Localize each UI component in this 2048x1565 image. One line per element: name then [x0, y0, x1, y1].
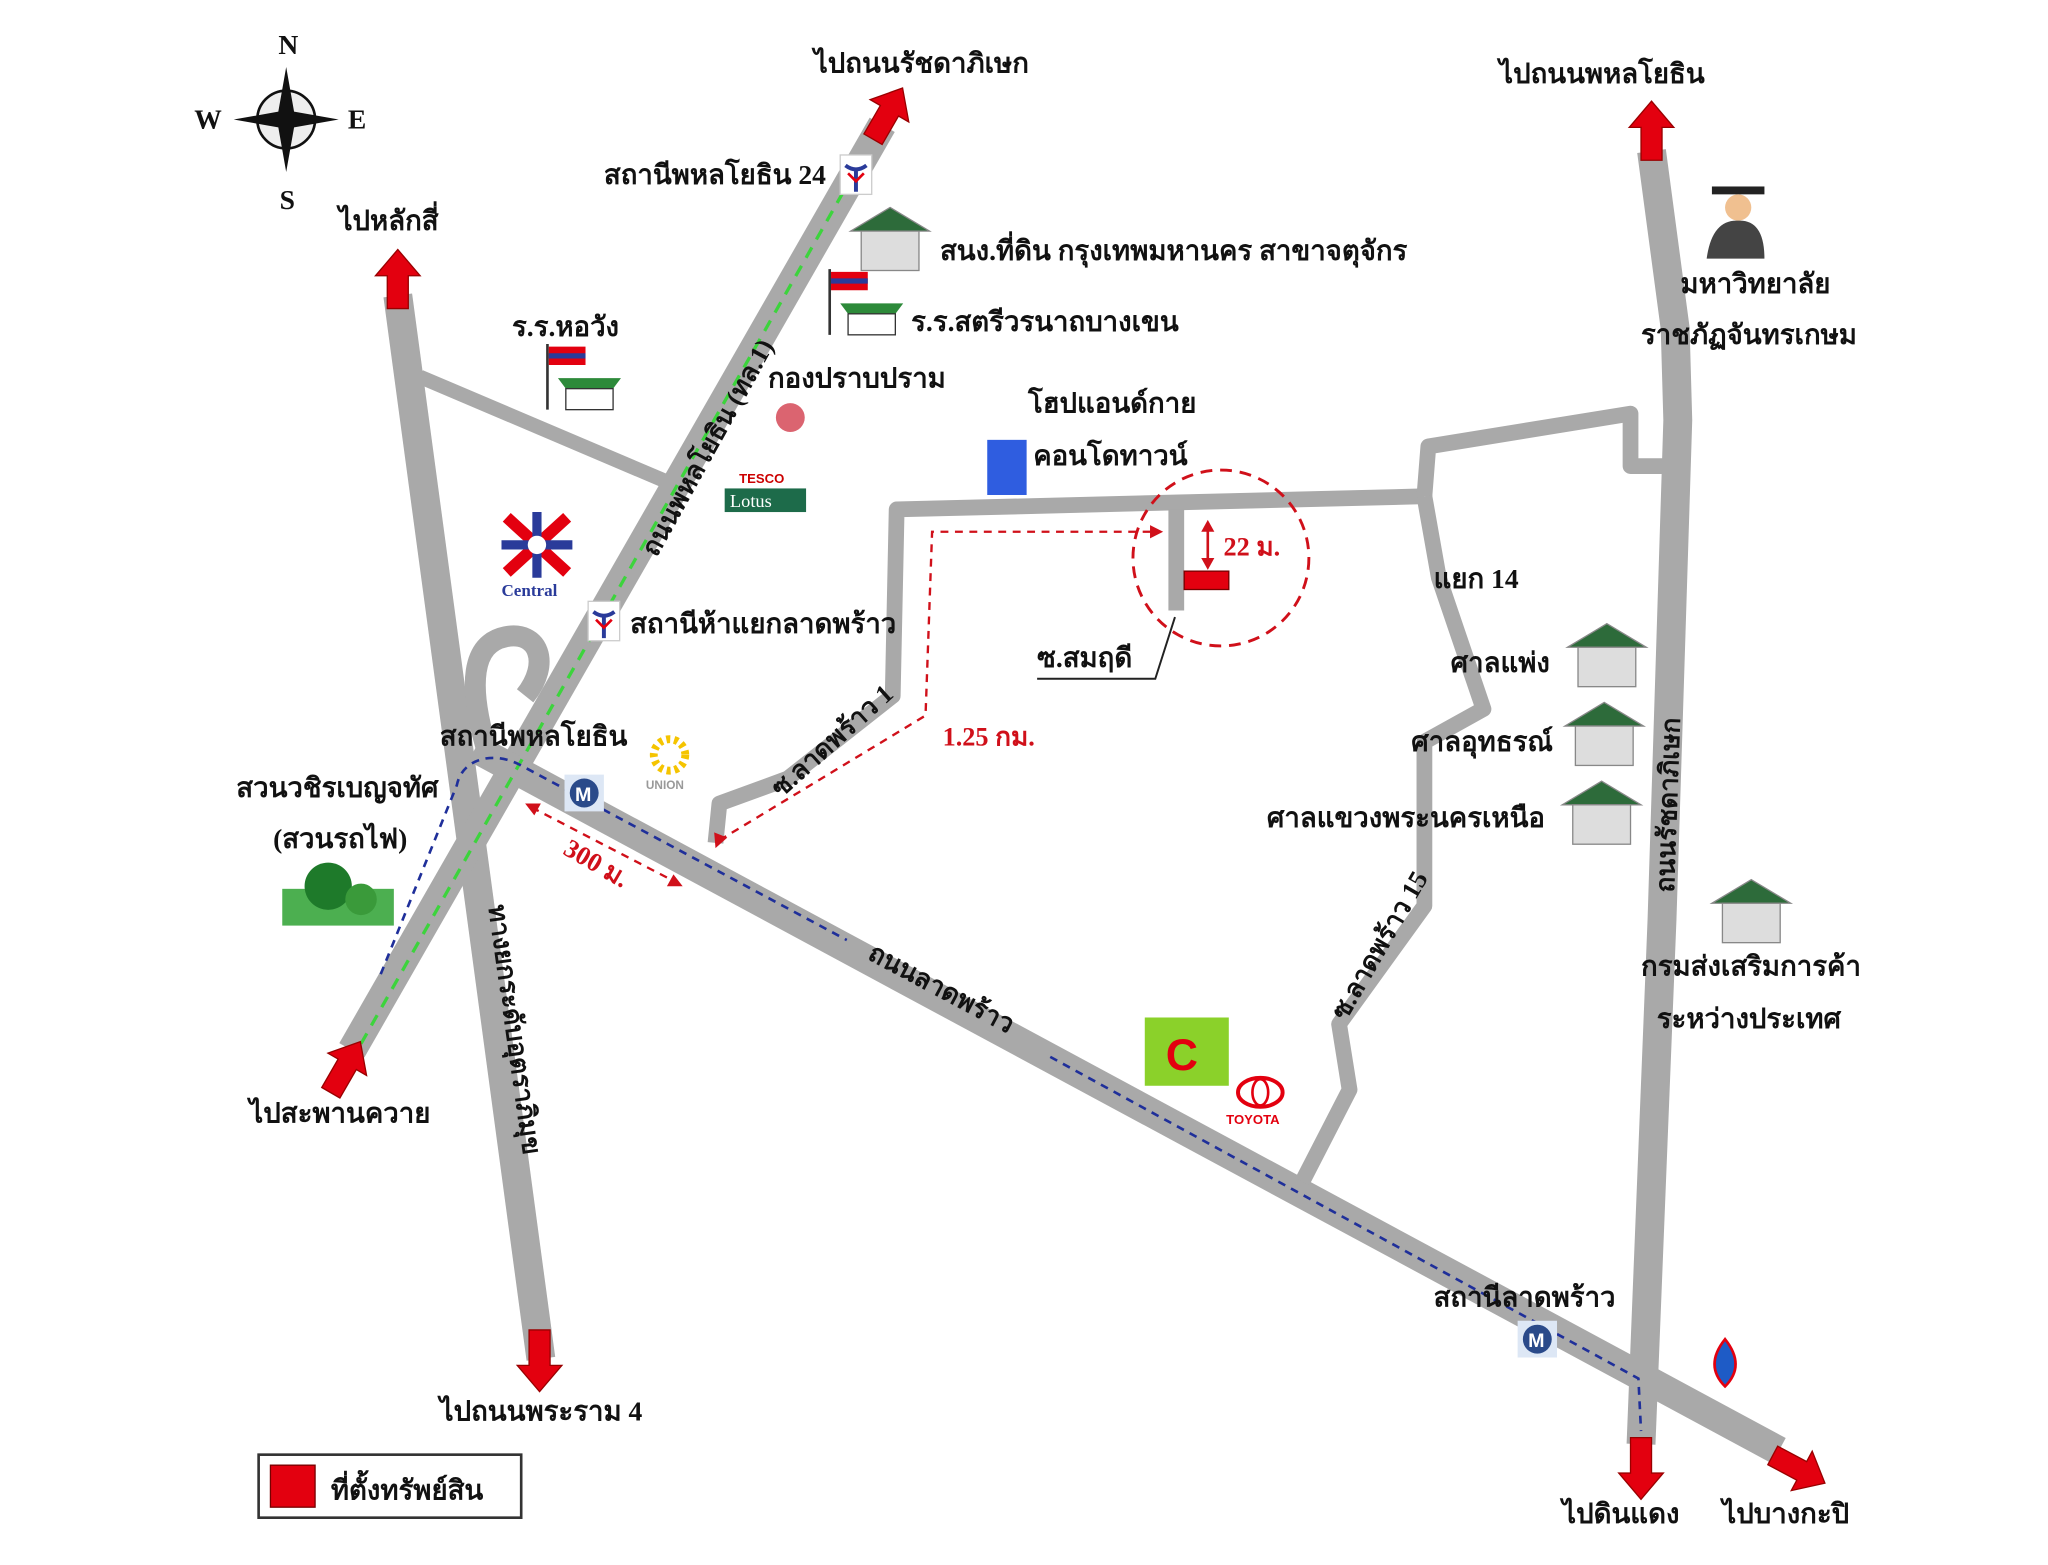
bts-icon: [839, 154, 873, 196]
arrow-down-left-icon: [320, 1040, 368, 1099]
svg-text:E: E: [348, 104, 366, 135]
gas-station-icon: [1713, 1337, 1737, 1389]
svg-text:C: C: [1166, 1031, 1198, 1080]
label-kong-prab: กองปราบปราม: [768, 362, 946, 393]
label-bts-phahon24: สถานีพหลโยธิน 24: [604, 157, 826, 190]
distance-1-25km: 1.25 กม.: [943, 723, 1035, 752]
school-icon: [828, 269, 904, 336]
route-arrowhead: [1150, 525, 1164, 539]
svg-text:UNION: UNION: [646, 778, 684, 792]
direction-rama4: ไปถนนพระราม 4: [437, 1395, 643, 1427]
arrow-up-right-icon: [863, 87, 910, 146]
condo-icon: [987, 439, 1027, 495]
svg-text:TESCO: TESCO: [739, 471, 784, 486]
road-label-yaek14: แยก 14: [1434, 563, 1519, 594]
route-arrowhead: [525, 803, 541, 816]
police-icon: [775, 403, 805, 432]
svg-text:TOYOTA: TOYOTA: [1226, 1112, 1280, 1127]
legend: ที่ตั้งทรัพย์สิน: [257, 1453, 523, 1519]
road-label-ratchadaphisek: ถนนรัชดาภิเษก: [1651, 717, 1686, 893]
label-mrt-phahon: สถานีพหลโยธิน: [440, 719, 628, 752]
label-land-office: สนง.ที่ดิน กรุงเทพมหานคร สาขาจตุจักร: [940, 231, 1408, 268]
compass-icon: N S E W: [194, 29, 366, 215]
central-logo: Central: [501, 512, 573, 600]
label-mrt-ladprao: สถานีลาดพร้าว: [1434, 1281, 1616, 1312]
building-icon: [1565, 622, 1649, 688]
distance-22m: 22 ม.: [1224, 532, 1281, 561]
label-bts-haiyaek: สถานีห้าแยกลาดพร้าว: [630, 608, 896, 639]
arrow-up-icon: [1627, 100, 1676, 161]
school-icon: [546, 344, 621, 411]
label-university-line1: มหาวิทยาลัย: [1680, 268, 1830, 299]
arrow-down-icon: [515, 1329, 564, 1393]
route: [531, 468, 1311, 884]
label-school-howang: ร.ร.หอวัง: [512, 311, 619, 342]
direction-ratchada: ไปถนนรัชดาภิเษก: [811, 46, 1029, 78]
svg-text:M: M: [575, 784, 591, 806]
government-building-icons: [848, 206, 1794, 944]
road-ratchadaphisek: [1626, 149, 1693, 1445]
property-highlight-circle: [1131, 468, 1311, 648]
direction-saphan-khwai: ไปสะพานควาย: [246, 1097, 430, 1129]
mrt-icon: M: [1517, 1320, 1558, 1358]
somruedee-pointer: [1037, 616, 1176, 680]
arrow-down-icon: [1617, 1436, 1665, 1501]
roads: [339, 117, 1786, 1464]
direction-arrows: [320, 87, 1826, 1501]
bts-icon: [587, 600, 621, 642]
bigc-logo: C: [1144, 1017, 1229, 1086]
svg-text:N: N: [278, 29, 298, 60]
bts-line: [359, 150, 868, 1045]
label-court-civil: ศาลแพ่ง: [1451, 647, 1550, 678]
road-soi-ladprao1: [707, 488, 1425, 844]
tesco-lotus-logo: TESCO Lotus: [724, 471, 807, 513]
label-dept-line2: ระหว่างประเทศ: [1657, 1003, 1842, 1034]
mrt-line: [379, 756, 1643, 1432]
road-side-howang: [417, 370, 686, 496]
svg-text:Lotus: Lotus: [730, 491, 772, 511]
building-icon: [848, 206, 932, 272]
label-dept-line1: กรมส่งเสริมการค้า: [1641, 950, 1861, 981]
building-icon: [1559, 780, 1644, 845]
property-marker[interactable]: [1183, 570, 1230, 591]
toyota-logo: TOYOTA: [1226, 1075, 1285, 1127]
building-icon: [1709, 878, 1794, 944]
graduate-icon: [1706, 186, 1765, 259]
building-icon: [1562, 701, 1647, 767]
road-loop: [464, 625, 550, 759]
label-park-line2: (สวนรถไฟ): [273, 822, 407, 854]
arrow-down-right-icon: [1766, 1445, 1826, 1492]
svg-text:W: W: [194, 104, 222, 135]
arrow-up-icon: [374, 248, 422, 310]
direction-phahon: ไปถนนพหลโยธิน: [1496, 56, 1705, 89]
label-park-line1: สวนวชิรเบญจทัศ: [236, 772, 439, 804]
svg-text:S: S: [280, 184, 295, 215]
union-mall-logo: UNION: [646, 735, 690, 792]
label-condo-line1: โฮปแอนด์กาย: [1027, 385, 1196, 418]
mrt-icon: M: [564, 774, 604, 812]
direction-din-daeng: ไปดินแดง: [1559, 1497, 1679, 1529]
road-soi-ladprao15: [1295, 494, 1492, 1186]
label-school-satri: ร.ร.สตรีวรนาถบางเขน: [911, 306, 1179, 337]
route-arrowhead: [666, 874, 683, 887]
legend-label: ที่ตั้งทรัพย์สิน: [331, 1469, 484, 1505]
svg-text:M: M: [1528, 1330, 1544, 1352]
road-label-soi-somruedee: ซ.สมฤดี: [1037, 642, 1132, 673]
label-university-line2: ราชภัฏจันทรเกษม: [1641, 319, 1857, 351]
label-court-appeal: ศาลอุทธรณ์: [1411, 726, 1553, 759]
direction-laksi: ไปหลักสี่: [336, 201, 439, 236]
label-court-district: ศาลแขวงพระนครเหนือ: [1267, 802, 1545, 833]
arrowhead: [1201, 558, 1215, 570]
road-north-link: [1416, 405, 1665, 497]
direction-bangkapi: ไปบางกะปิ: [1719, 1497, 1849, 1529]
road-phahonyothin: [339, 117, 895, 1058]
label-condo-line2: คอนโดทาวน์: [1033, 438, 1188, 471]
arrowhead: [1201, 519, 1215, 532]
svg-text:Central: Central: [501, 581, 557, 600]
legend-property-swatch: [269, 1464, 316, 1508]
route-arrowhead: [714, 832, 728, 849]
park-icon: [282, 862, 394, 926]
